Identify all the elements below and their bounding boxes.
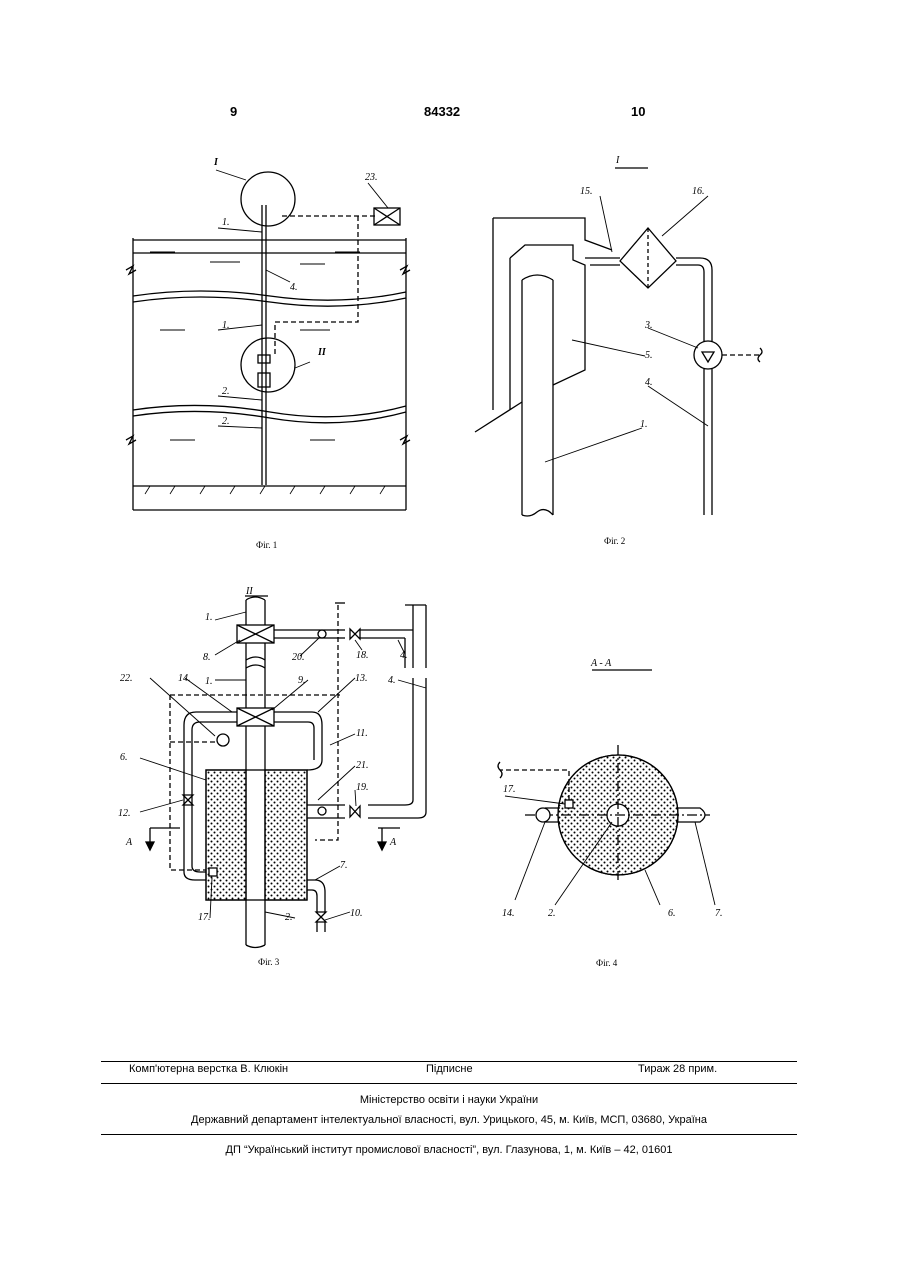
fig4-label-2: 2.	[548, 908, 556, 919]
fig3-label-6: 6.	[120, 752, 128, 763]
fig4-label-7: 7.	[715, 908, 723, 919]
fig2-caption: Фіг. 2	[604, 536, 625, 546]
fig1-view-ii: II	[317, 347, 327, 358]
fig3-label-4a: 4.	[400, 650, 408, 661]
imprint-typesetting: Комп'ютерна верстка В. Клюкін	[129, 1063, 288, 1075]
fig3-label-21: 21.	[356, 760, 369, 771]
fig1-label-23: 23.	[365, 172, 378, 183]
fig4-label-6: 6.	[668, 908, 676, 919]
fig3-label-9: 9.	[298, 675, 306, 686]
fig3-label-10: 10.	[350, 908, 363, 919]
imprint-department: Державний департамент інтелектуальної вл…	[101, 1114, 797, 1126]
fig1-label-2b: 2.	[222, 416, 230, 427]
figure-3	[140, 597, 426, 948]
fig3-label-14: 14.	[178, 673, 191, 684]
fig1-view-i: I	[213, 157, 219, 168]
fig4-label-14: 14.	[502, 908, 515, 919]
fig3-label-1b: 1.	[205, 676, 213, 687]
imprint-rule-middle	[101, 1083, 797, 1084]
fig4-caption: Фіг. 4	[596, 958, 617, 968]
fig3-view-ii: II	[245, 586, 253, 597]
fig1-caption: Фіг. 1	[256, 540, 277, 550]
fig3-label-11: 11.	[356, 728, 368, 739]
fig1-label-1a: 1.	[222, 217, 230, 228]
fig3-label-7: 7.	[340, 860, 348, 871]
fig4-section-title: A - A	[590, 658, 612, 669]
fig2-label-15: 15.	[580, 186, 593, 197]
fig3-label-20: 20.	[292, 652, 305, 663]
fig2-label-4: 4.	[645, 377, 653, 388]
fig4-label-17: 17.	[503, 784, 516, 795]
imprint-institute: ДП “Український інститут промислової вла…	[101, 1144, 797, 1156]
figure-2	[475, 196, 762, 516]
fig3-label-17: 17.	[198, 912, 211, 923]
fig3-label-19: 19.	[356, 782, 369, 793]
fig3-section-a-right: A	[389, 837, 397, 848]
imprint-rule-bottom	[101, 1134, 797, 1135]
fig3-label-4b: 4.	[388, 675, 396, 686]
fig3-label-2: 2.	[285, 912, 293, 923]
imprint-circulation: Тираж 28 прим.	[638, 1063, 717, 1075]
fig2-label-5: 5.	[645, 350, 653, 361]
imprint-rule-top	[101, 1061, 797, 1062]
fig3-caption: Фіг. 3	[258, 957, 279, 967]
fig3-label-13: 13.	[355, 673, 368, 684]
fig3-label-22: 22.	[120, 673, 133, 684]
patent-drawings: I 23. 1. 4. 1. II 2. 2.	[0, 0, 901, 1000]
fig1-label-1b: 1.	[222, 320, 230, 331]
fig3-label-18: 18.	[356, 650, 369, 661]
fig2-label-1: 1.	[640, 419, 648, 430]
figure-1	[126, 170, 410, 510]
fig3-section-a-left: A	[125, 837, 133, 848]
fig2-label-16: 16.	[692, 186, 705, 197]
fig3-label-1a: 1.	[205, 612, 213, 623]
fig1-label-2a: 2.	[222, 386, 230, 397]
figure-4	[498, 670, 715, 905]
fig2-label-3: 3.	[644, 320, 653, 331]
imprint-ministry: Міністерство освіти і науки України	[101, 1094, 797, 1106]
imprint-subscription: Підписне	[426, 1063, 473, 1075]
fig2-view-i: I	[615, 155, 620, 166]
fig1-label-4: 4.	[290, 282, 298, 293]
fig3-label-12: 12.	[118, 808, 131, 819]
fig3-label-8: 8.	[203, 652, 211, 663]
